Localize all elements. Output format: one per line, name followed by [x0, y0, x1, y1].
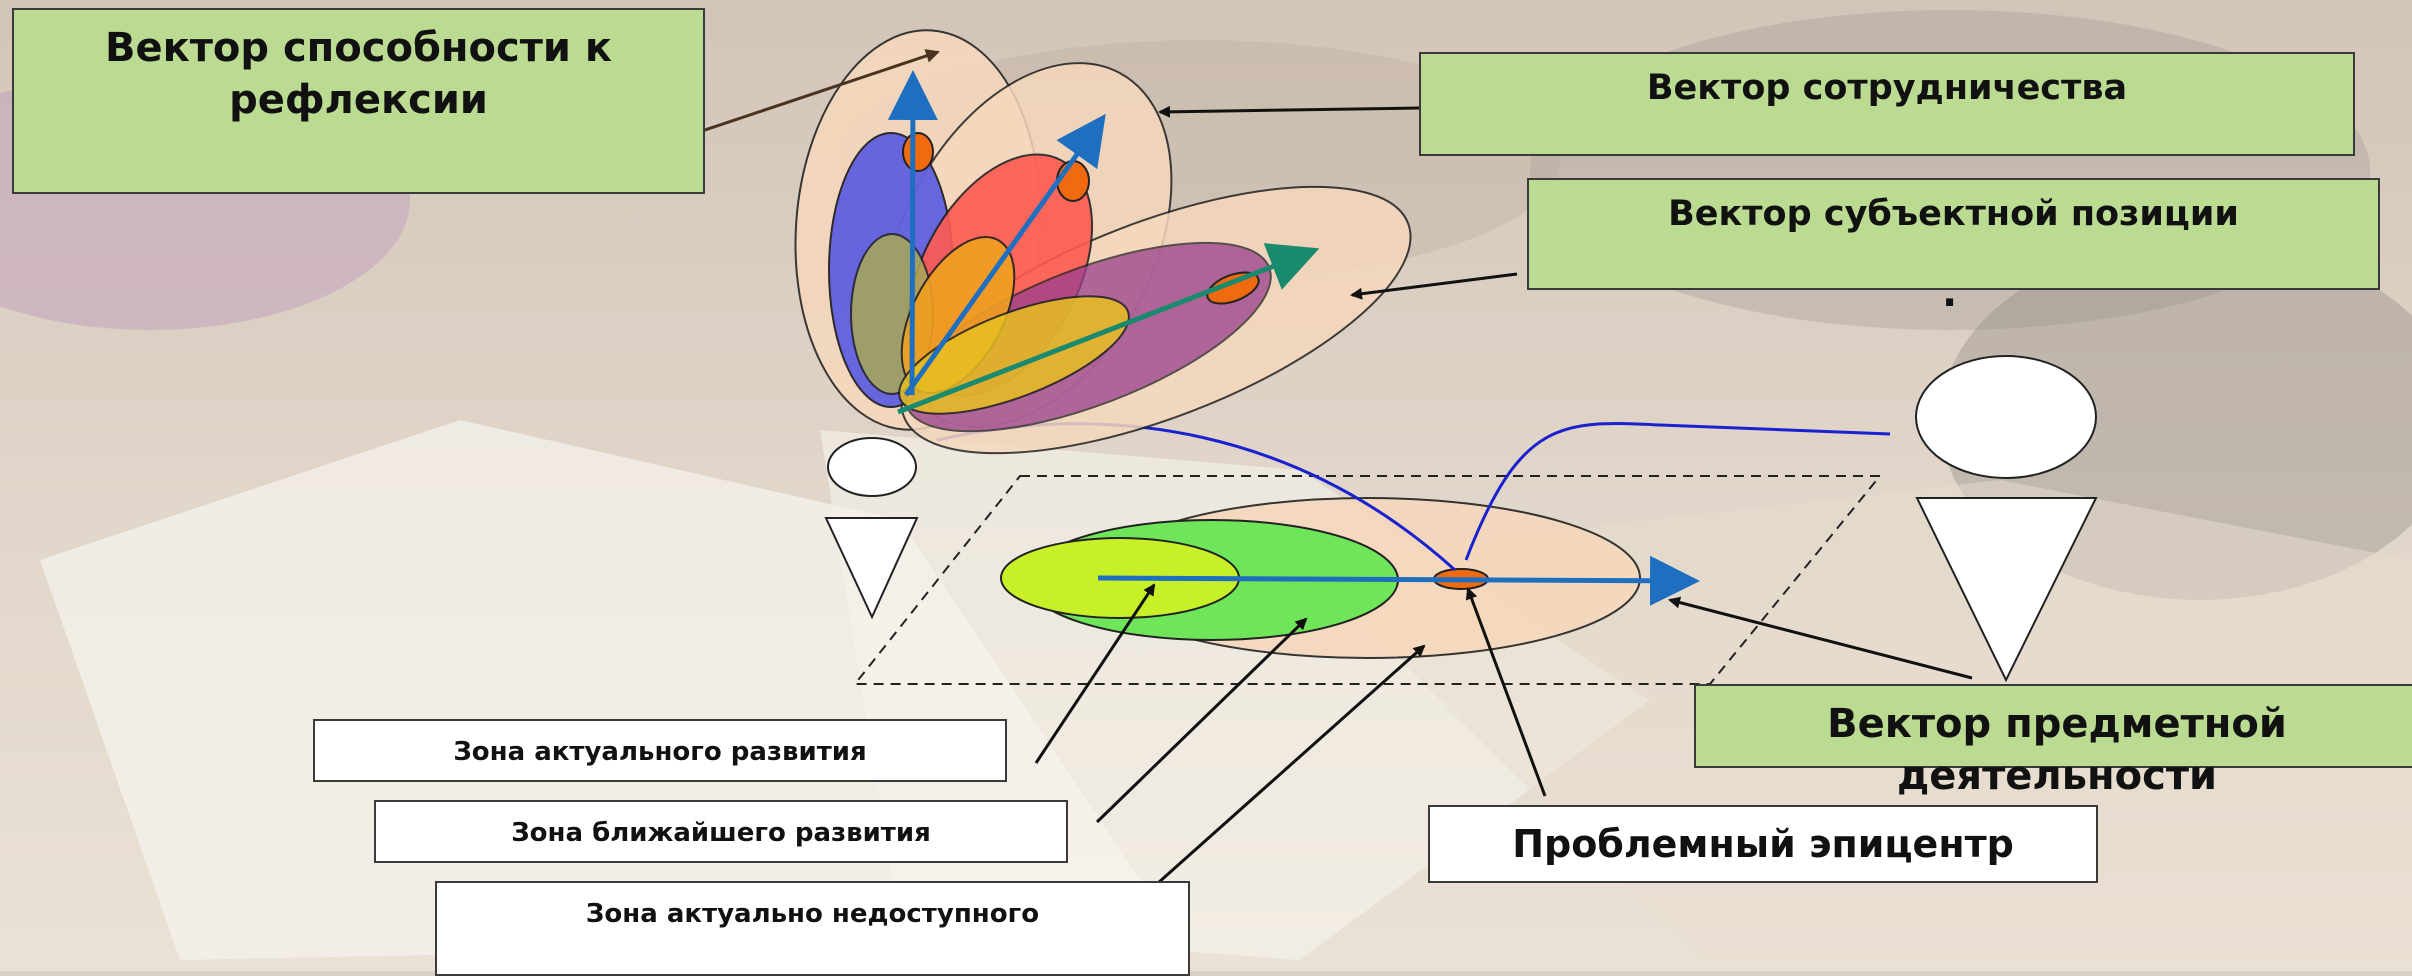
label-subject-activity-vector-text: Вектор предметной деятельности: [1827, 701, 2287, 799]
label-problem-epicenter: Проблемный эпицентр: [1428, 805, 2098, 883]
label-subject-position-vector: Вектор субъектной позиции: [1527, 178, 2380, 290]
connector-curve-right: [1464, 422, 1891, 561]
pointer-reflexion: [659, 49, 940, 147]
label-subject-activity-vector: Вектор предметной деятельности: [1694, 684, 2412, 799]
large-person-head: [1915, 355, 2097, 479]
label-zone-proximal-text: Зона ближайшего развития: [511, 818, 931, 848]
label-reflexion-vector: Вектор способности к рефлексии: [12, 8, 705, 194]
pointer-cooperation: [1158, 105, 1420, 118]
reflexion-marker: [902, 132, 934, 172]
pointer-zone-actual: [1034, 583, 1156, 764]
subject-position-petal-inner: [898, 295, 1130, 415]
label-problem-epicenter-text: Проблемный эпицентр: [1512, 822, 2014, 866]
small-person-body: [824, 517, 919, 620]
label-zone-unavailable: Зона актуально недоступного: [435, 881, 1190, 976]
label-zone-actual-text: Зона актуального развития: [453, 737, 867, 767]
cooperation-vector-arrow: [903, 113, 1106, 397]
pointer-subject-position: [1350, 272, 1518, 300]
label-cooperation-vector-text: Вектор сотрудничества: [1646, 68, 2128, 108]
pointer-zone-proximal: [1095, 617, 1308, 824]
small-person-head: [827, 437, 917, 497]
subject-position-marker: [1206, 271, 1260, 305]
label-zone-proximal: Зона ближайшего развития: [374, 800, 1068, 863]
reflexion-vector-arrow: [887, 70, 938, 396]
subject-position-vector-arrow: [897, 243, 1320, 415]
subject-activity-vector-arrow: [1097, 555, 1700, 606]
label-zone-actual: Зона актуального развития: [313, 719, 1007, 782]
large-person-body: [1915, 497, 2098, 683]
pointer-zone-unavailable: [1157, 644, 1426, 885]
pointer-problem: [1465, 587, 1547, 797]
label-zone-unavailable-text: Зона актуально недоступного: [585, 899, 1040, 929]
pointer-subject-activity: [1668, 596, 1973, 680]
cooperation-marker: [1056, 160, 1090, 202]
label-reflexion-vector-text: Вектор способности к рефлексии: [104, 25, 613, 123]
stray-dot: .: [1942, 270, 1958, 316]
label-subject-position-vector-text: Вектор субъектной позиции: [1668, 194, 2239, 234]
label-cooperation-vector: Вектор сотрудничества: [1419, 52, 2355, 156]
